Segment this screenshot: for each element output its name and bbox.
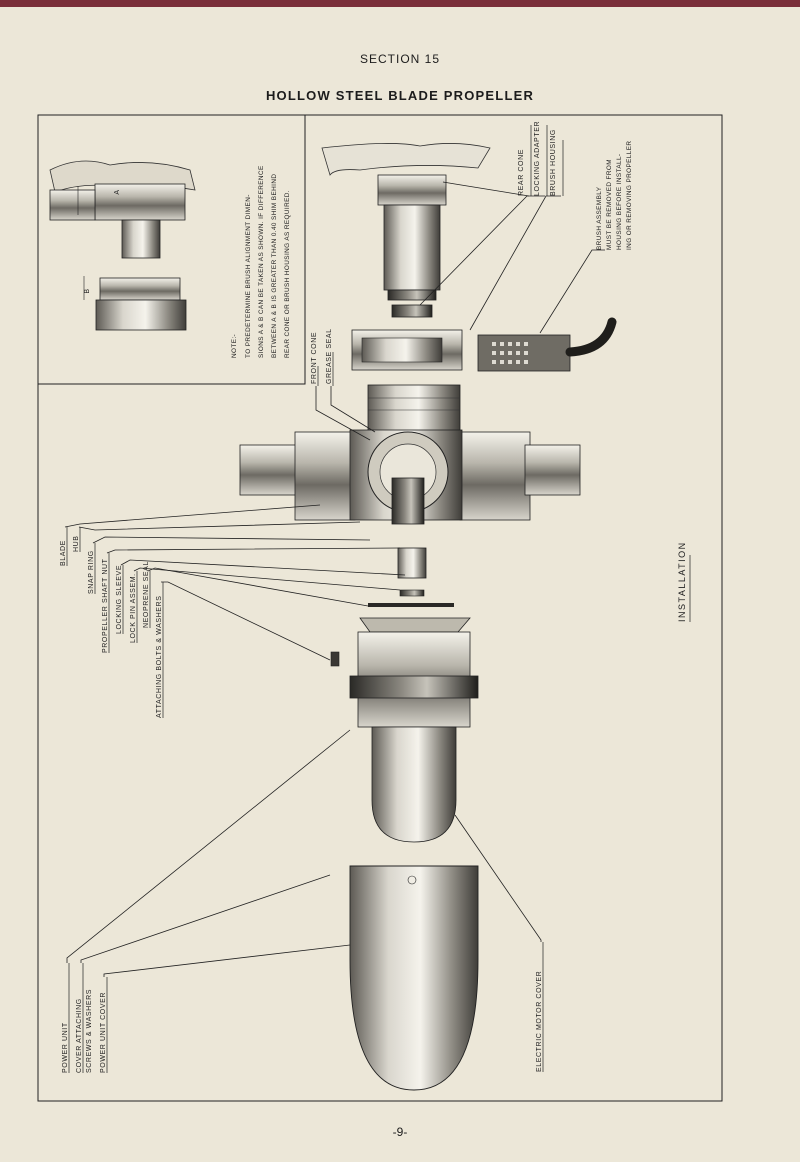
label-grease-seal: GREASE SEAL xyxy=(326,328,333,384)
diagram-frame xyxy=(37,114,723,1102)
hub-and-blades-illustration xyxy=(239,429,581,525)
label-brush-housing: BRUSH HOUSING xyxy=(550,129,557,196)
dimension-b-label: B xyxy=(84,288,91,293)
note-line-4: REAR CONE OR BRUSH HOUSING AS REQUIRED. xyxy=(284,190,291,358)
label-hub: HUB xyxy=(73,535,80,552)
note-inset-border xyxy=(38,115,306,385)
label-brush-assembly-1: BRUSH ASSEMBLY xyxy=(596,186,603,250)
note-prefix: NOTE:- xyxy=(231,334,238,358)
label-power-unit-cover: POWER UNIT COVER xyxy=(100,992,107,1073)
note-line-1: TO PREDETERMINE BRUSH ALIGNMENT DIMEN- xyxy=(245,194,252,358)
front-cone-illustration xyxy=(367,384,461,434)
label-underlines xyxy=(66,125,564,1073)
label-blade: BLADE xyxy=(60,540,67,566)
inset-illustration-b xyxy=(83,276,187,331)
page-number: -9- xyxy=(392,1125,408,1139)
label-cover-attaching-2: SCREWS & WASHERS xyxy=(86,989,93,1073)
shaft-nut-and-sleeve-illustration xyxy=(368,547,454,607)
label-brush-assembly-3: HOUSING BEFORE INSTALL- xyxy=(616,154,623,250)
dimension-a-label: A xyxy=(114,189,121,194)
section-heading: SECTION 15 xyxy=(359,52,441,66)
label-cover-attaching-1: COVER ATTACHING xyxy=(76,998,83,1073)
label-brush-assembly-4: ING OR REMOVING PROPELLER xyxy=(626,141,633,250)
label-brush-assembly-2: MUST BE REMOVED FROM xyxy=(606,159,613,250)
label-neoprene-seal: NEOPRENE SEAL xyxy=(143,561,150,628)
inset-illustration-a xyxy=(49,160,196,259)
locking-adapter-illustration xyxy=(391,304,433,318)
leader-lines xyxy=(64,181,605,977)
label-propeller-shaft-nut: PROPELLER SHAFT NUT xyxy=(102,558,109,653)
label-power-unit: POWER UNIT xyxy=(62,1022,69,1073)
power-unit-illustration xyxy=(349,617,479,843)
attaching-bolt-illustration xyxy=(330,651,340,667)
label-locking-adapter: LOCKING ADAPTER xyxy=(534,121,541,196)
label-locking-sleeve: LOCKING SLEEVE xyxy=(116,565,123,634)
page-title: HOLLOW STEEL BLADE PROPELLER xyxy=(265,88,535,103)
label-rear-cone: REAR CONE xyxy=(518,149,525,196)
label-attaching-bolts: ATTACHING BOLTS & WASHERS xyxy=(156,596,163,718)
label-lock-pin-assem: LOCK PIN ASSEM. xyxy=(130,573,137,643)
label-front-cone: FRONT CONE xyxy=(311,332,318,384)
note-line-3: BETWEEN A & B IS GREATER THAN 0.40 SHIM … xyxy=(271,174,278,358)
label-electric-motor-cover: ELECTRIC MOTOR COVER xyxy=(536,971,543,1072)
top-edge-band xyxy=(0,0,800,7)
brush-housing-illustration xyxy=(351,329,463,371)
brush-assembly-illustration xyxy=(477,317,617,372)
installation-caption: INSTALLATION xyxy=(677,541,687,622)
note-line-2: SIONS A & B CAN BE TAKEN AS SHOWN. IF DI… xyxy=(258,165,265,358)
power-unit-cover-illustration xyxy=(349,865,479,1091)
label-snap-ring: SNAP RING xyxy=(88,550,95,594)
rear-cone-illustration xyxy=(321,143,491,301)
